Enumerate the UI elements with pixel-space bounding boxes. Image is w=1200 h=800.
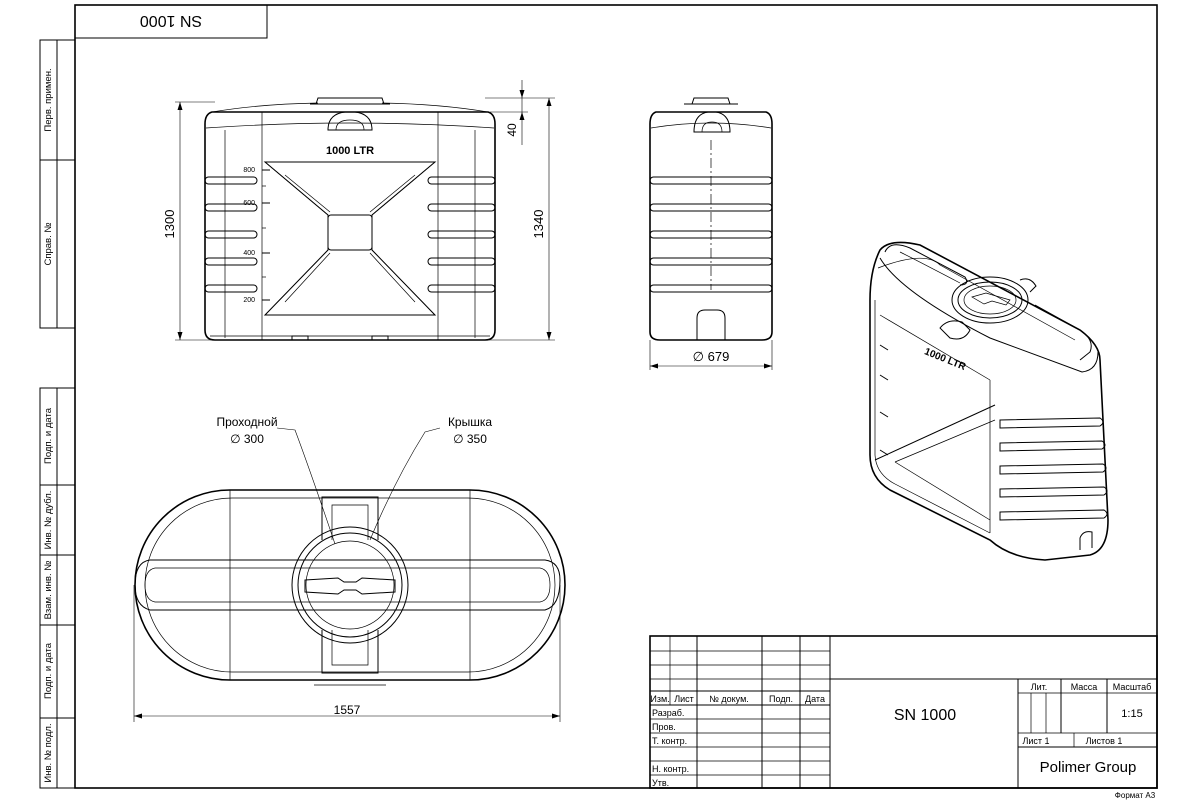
tb-scale-label: Масштаб	[1113, 682, 1152, 692]
strip-label-6: Инв. № подл.	[43, 723, 54, 782]
strip-label-5: Подп. и дата	[43, 642, 54, 699]
iso-volume-label: 1000 LTR	[923, 346, 968, 373]
tb-header-izm: Изм.	[650, 694, 669, 704]
side-view	[649, 97, 773, 370]
format-label: Формат А3	[1115, 791, 1156, 800]
strip-label-3: Инв. № дубл.	[43, 491, 54, 550]
dim-top-40: 40	[505, 123, 519, 137]
tb-header-doc: № докум.	[709, 694, 749, 704]
tb-role-razrab: Разраб.	[652, 708, 684, 718]
dim-length-1557: 1557	[334, 703, 361, 717]
strip-label-4: Взам. инв. №	[43, 561, 54, 620]
tb-role-prov: Пров.	[652, 722, 676, 732]
volume-label: 1000 LTR	[326, 145, 374, 157]
callout-passage-label: Проходной	[216, 415, 277, 429]
tb-lit-label: Лит.	[1031, 682, 1048, 692]
tb-sheet-label: Лист 1	[1022, 736, 1049, 746]
side-strip: Перв. примен. Справ. № Подп. и дата Инв.…	[39, 39, 76, 789]
dim-height-1340: 1340	[531, 210, 546, 239]
tb-organization: Polimer Group	[1040, 759, 1137, 776]
tb-scale-value: 1:15	[1121, 708, 1142, 720]
tb-header-sign: Подп.	[769, 694, 793, 704]
tb-sheets-label: Листов 1	[1086, 736, 1123, 746]
drawing-frame	[74, 4, 1158, 789]
tb-role-nkontr: Н. контр.	[652, 764, 689, 774]
dim-height-1300: 1300	[162, 210, 177, 239]
callout-lid-value: ∅ 350	[453, 432, 487, 446]
title-block	[649, 635, 1158, 789]
scale-mark-800: 800	[243, 167, 255, 174]
front-view	[204, 97, 496, 341]
tb-header-list: Лист	[674, 694, 694, 704]
tb-role-utv: Утв.	[652, 778, 669, 788]
tb-designation: SN 1000	[894, 707, 956, 724]
tb-mass-label: Масса	[1071, 682, 1098, 692]
rotated-code: SN 1000	[140, 12, 202, 29]
strip-label-1: Справ. №	[43, 222, 54, 265]
top-view	[133, 427, 566, 722]
strip-label-2: Подп. и дата	[43, 407, 54, 464]
tb-role-tkontr: Т. контр.	[652, 736, 687, 746]
strip-label-0: Перв. примен.	[43, 68, 54, 131]
callout-passage-value: ∅ 300	[230, 432, 264, 446]
rotated-code-box	[74, 4, 268, 39]
scale-mark-200: 200	[243, 297, 255, 304]
dim-diameter-679: ∅ 679	[693, 349, 730, 364]
isometric-view	[869, 241, 1109, 561]
front-dimensions	[175, 80, 555, 341]
callout-lid-label: Крышка	[448, 415, 492, 429]
scale-mark-600: 600	[243, 200, 255, 207]
scale-mark-400: 400	[243, 250, 255, 257]
tb-header-date: Дата	[805, 694, 825, 704]
